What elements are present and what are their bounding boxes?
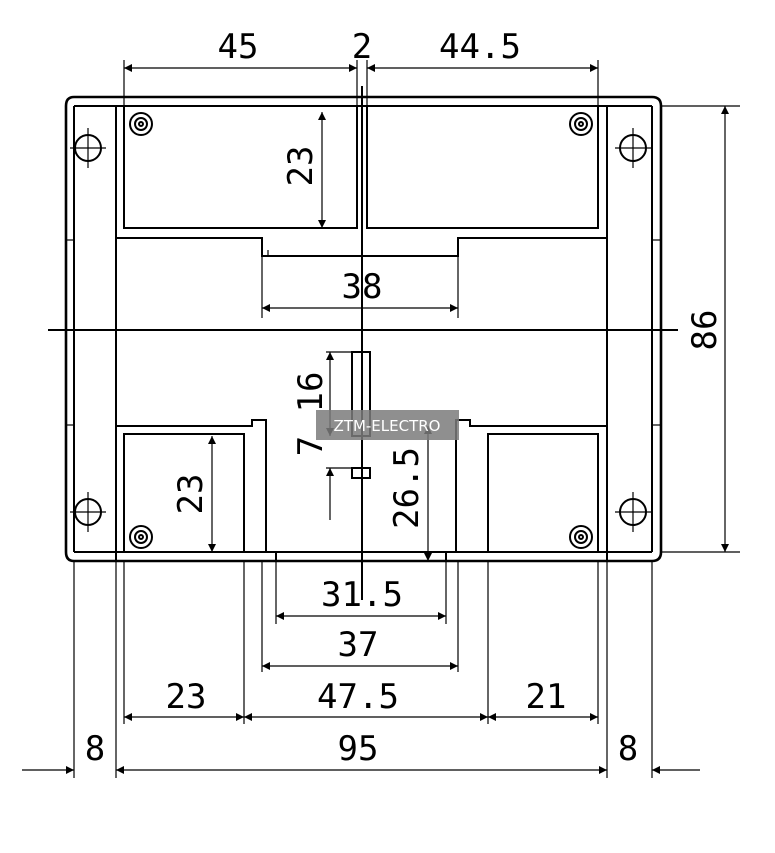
dimension-labels: 45 2 44.5 38 86 23 16 7 23 26.5 31.5 37 … — [85, 27, 725, 769]
dim-top-gap: 2 — [352, 27, 372, 67]
screw-top-right — [569, 112, 593, 136]
dim-height-total: 86 — [685, 310, 725, 351]
dim-body-width: 95 — [338, 729, 379, 769]
screw-bottom-left — [129, 525, 153, 549]
screw-top-left — [129, 112, 153, 136]
watermark-text: ZTM-ELECTRO — [334, 417, 441, 435]
dim-channel-inner: 31.5 — [321, 575, 403, 615]
dim-bottom-left: 23 — [166, 677, 207, 717]
dim-slot-width: 38 — [342, 267, 383, 307]
center-lines — [48, 86, 678, 600]
upper-windows — [116, 105, 607, 257]
dim-pin-gap: 7 — [291, 436, 331, 456]
hole-bottom-right — [615, 492, 651, 532]
hole-top-left — [70, 128, 106, 168]
screw-bottom-right — [569, 525, 593, 549]
dim-channel-outer: 37 — [338, 625, 379, 665]
dim-lower-left-height: 23 — [171, 474, 211, 515]
dim-rail-right: 8 — [618, 729, 638, 769]
dim-upper-window-height: 23 — [281, 146, 321, 187]
dim-pin-length: 16 — [291, 372, 331, 413]
dim-top-right: 44.5 — [439, 27, 521, 67]
dim-bottom-right: 21 — [526, 677, 567, 717]
dim-top-left: 45 — [218, 27, 259, 67]
hole-top-right — [615, 128, 651, 168]
watermark: ZTM-ELECTRO — [316, 410, 459, 440]
mounting-holes — [70, 128, 651, 532]
dim-bottom-center: 47.5 — [317, 677, 399, 717]
hole-bottom-left — [70, 492, 106, 532]
dimension-lines — [22, 64, 729, 774]
dim-rail-left: 8 — [85, 729, 105, 769]
screw-terminals — [129, 112, 593, 549]
dim-channel-height: 26.5 — [387, 447, 427, 529]
extension-lines — [73, 60, 740, 778]
